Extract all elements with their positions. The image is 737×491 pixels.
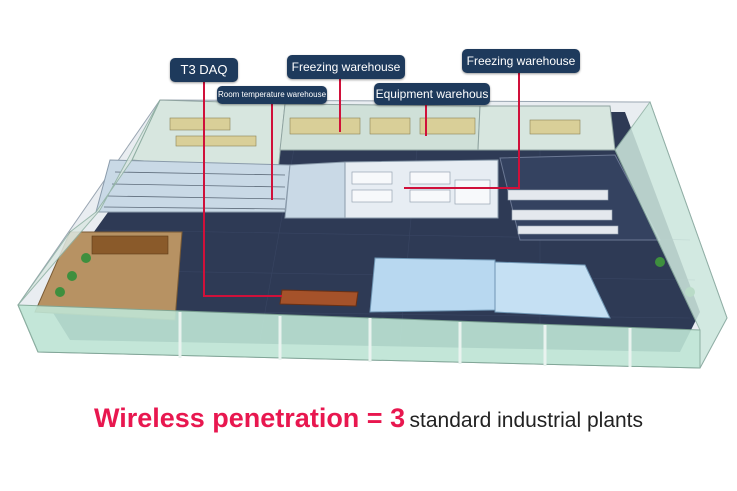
front-wall-mullions (178, 312, 632, 367)
side-wall-right (614, 100, 728, 369)
headline-emphasis: Wireless penetration = 3 (93, 403, 406, 433)
office-desks (507, 189, 619, 235)
side-wall-left (17, 99, 161, 353)
center-racking-room (284, 161, 346, 219)
t3-daq-connector (203, 82, 282, 297)
label-freezing-warehouse-2: Freezing warehouse (462, 49, 580, 73)
wood-shelving (91, 235, 169, 255)
racking-room (95, 159, 291, 213)
headline-rest: standard industrial plants (409, 409, 644, 432)
back-shelving (169, 117, 581, 147)
label-room-temperature-warehouse: Room temperature warehouse (217, 86, 327, 104)
conference-table (279, 289, 359, 307)
equipment-shelves (351, 171, 491, 205)
label-equipment-warehouse: Equipment warehous (374, 83, 490, 105)
lab-room (369, 257, 496, 313)
freezing-2-connector (404, 73, 520, 189)
headline: Wireless penetration = 3 standard indust… (0, 403, 737, 434)
racking-rows (103, 171, 286, 210)
connector-lines (203, 73, 520, 297)
label-freezing-warehouse-1: Freezing warehouse (287, 55, 405, 79)
label-t3-daq: T3 DAQ (170, 58, 238, 82)
lab-room-right (494, 261, 611, 319)
